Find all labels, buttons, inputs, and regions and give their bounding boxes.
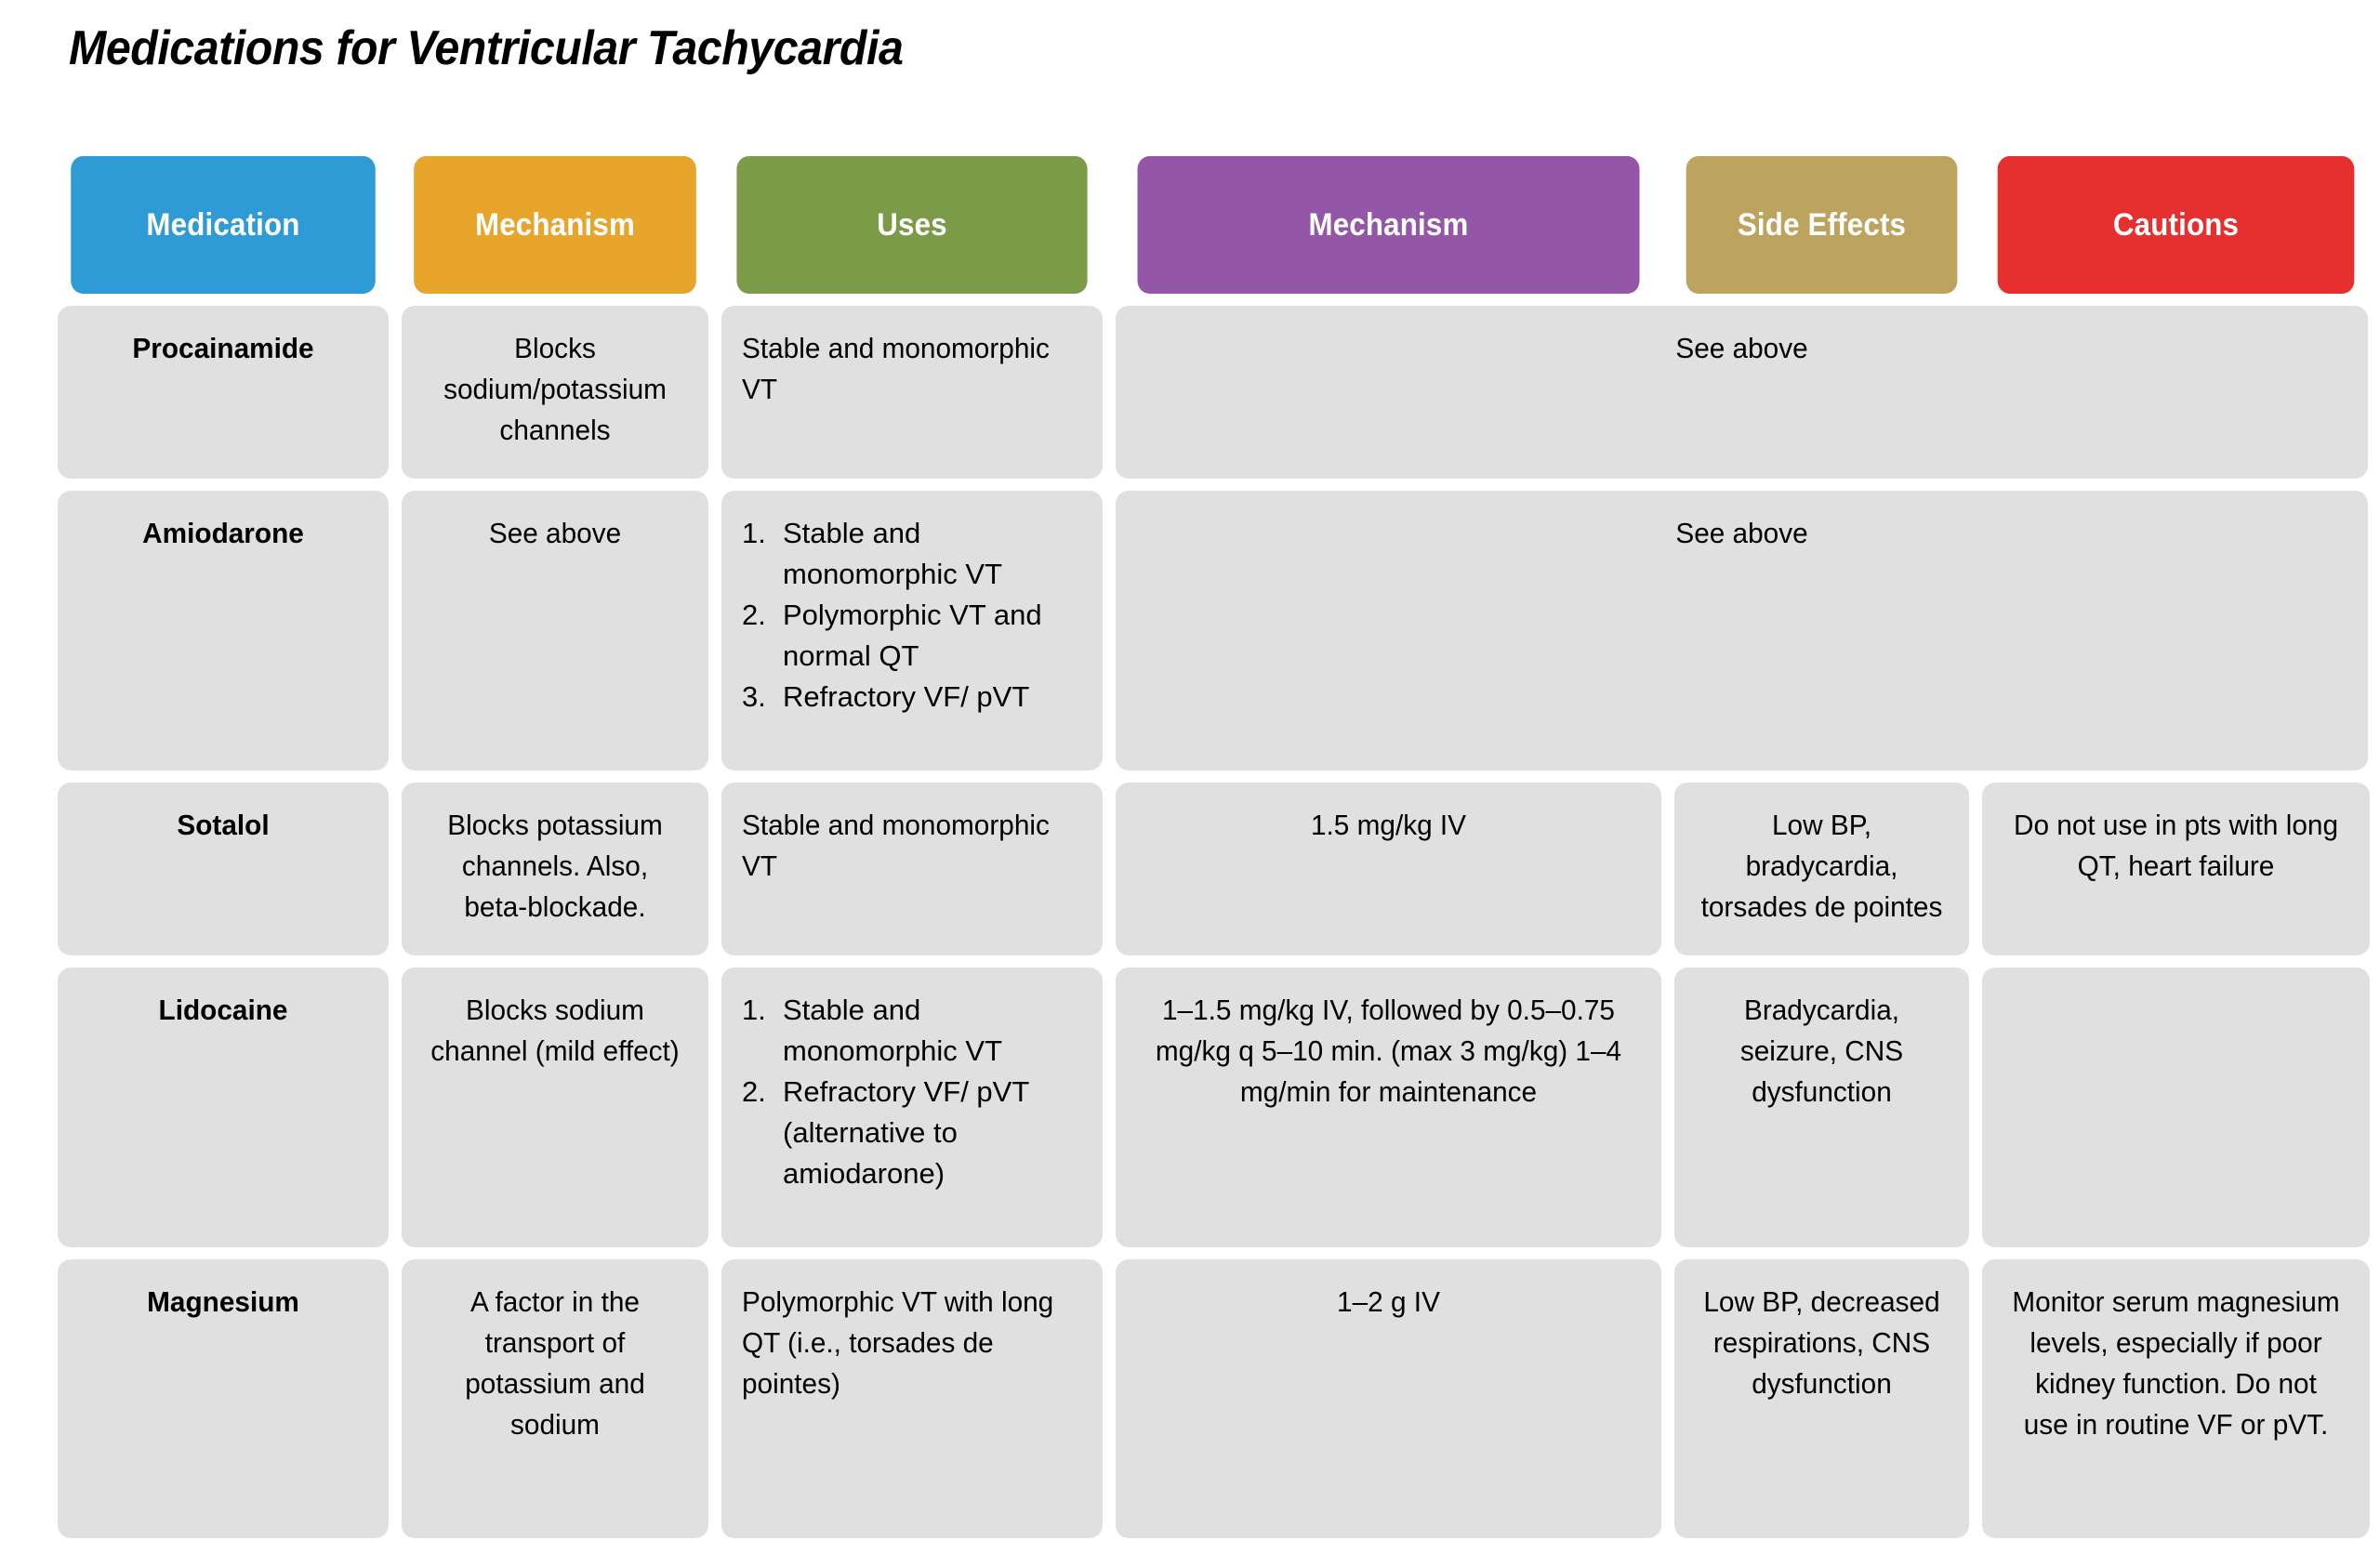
list-item-label: Polymorphic VT and normal QT	[783, 599, 1042, 673]
cell-cautions: Monitor serum magnesium levels, especial…	[1982, 1259, 2370, 1538]
cell-uses: 1. Stable and monomorphic VT 2. Refracto…	[721, 968, 1103, 1247]
cell-uses: 1. Stable and monomorphic VT 2. Polymorp…	[721, 491, 1103, 770]
medications-table: Medication Mechanism Uses Mechanism Side…	[58, 156, 2370, 1550]
list-marker: 2.	[742, 1075, 766, 1109]
list-item-label: Refractory VF/ pVT (alternative to amiod…	[783, 1075, 1029, 1191]
list-marker: 3.	[742, 680, 766, 714]
cell-medication-name: Procainamide	[58, 306, 389, 479]
list-marker: 1.	[742, 994, 766, 1026]
cell-mechanism-2-dose: 1–1.5 mg/kg IV, followed by 0.5–0.75 mg/…	[1116, 968, 1661, 1247]
list-item: 1. Stable and monomorphic VT	[742, 513, 1082, 595]
cell-side-effects: Low BP, bradycardia, torsades de pointes	[1674, 783, 1969, 955]
column-header-mechanism-1-label: Mechanism	[474, 206, 636, 243]
column-header-side-effects-label: Side Effects	[1737, 206, 1907, 243]
list-item-label: Stable and monomorphic VT	[783, 994, 1003, 1068]
column-header-mechanism-1[interactable]: Mechanism	[414, 156, 696, 294]
table-row: Sotalol Blocks potassium channels. Also,…	[58, 783, 2370, 955]
page-title: Medications for Ventricular Tachycardia	[69, 21, 904, 75]
cell-mechanism-1: Blocks sodium/potassium channels	[402, 306, 708, 479]
table-row: Magnesium A factor in the transport of p…	[58, 1259, 2370, 1538]
cell-mechanism-1: Blocks potassium channels. Also, beta-bl…	[402, 783, 708, 955]
table-row: Amiodarone See above 1. Stable and monom…	[58, 491, 2368, 770]
cell-medication-name: Amiodarone	[58, 491, 389, 770]
cell-mechanism-1: A factor in the transport of potassium a…	[402, 1259, 708, 1538]
table-header-row: Medication Mechanism Uses Mechanism Side…	[58, 156, 2367, 294]
column-header-mechanism-2-label: Mechanism	[1308, 206, 1469, 243]
cell-uses: Stable and monomorphic VT	[721, 783, 1103, 955]
table-row: Lidocaine Blocks sodium channel (mild ef…	[58, 968, 2370, 1247]
column-header-side-effects[interactable]: Side Effects	[1686, 156, 1958, 294]
table-row: Procainamide Blocks sodium/potassium cha…	[58, 306, 2368, 479]
cell-mechanism-2-dose: 1.5 mg/kg IV	[1116, 783, 1661, 955]
list-item: 2. Polymorphic VT and normal QT	[742, 595, 1082, 677]
cell-mechanism-1: Blocks sodium channel (mild effect)	[402, 968, 708, 1247]
list-marker: 1.	[742, 517, 766, 549]
column-header-medication[interactable]: Medication	[71, 156, 376, 294]
cell-side-effects: Low BP, decreased respirations, CNS dysf…	[1674, 1259, 1969, 1538]
cell-merged-see-above: See above	[1116, 306, 2368, 479]
cell-mechanism-2-dose: 1–2 g IV	[1116, 1259, 1661, 1538]
list-item-label: Refractory VF/ pVT	[783, 680, 1030, 714]
list-marker: 2.	[742, 599, 766, 632]
uses-numbered-list: 1. Stable and monomorphic VT 2. Refracto…	[742, 990, 1082, 1194]
cell-merged-see-above: See above	[1116, 491, 2368, 770]
cell-side-effects: Bradycardia, seizure, CNS dysfunction	[1674, 968, 1969, 1247]
column-header-uses[interactable]: Uses	[736, 156, 1088, 294]
list-item: 2. Refractory VF/ pVT (alternative to am…	[742, 1072, 1082, 1194]
list-item: 3. Refractory VF/ pVT	[742, 677, 1082, 718]
column-header-uses-label: Uses	[877, 206, 947, 243]
cell-cautions	[1982, 968, 2370, 1247]
cell-medication-name: Sotalol	[58, 783, 389, 955]
cell-medication-name: Magnesium	[58, 1259, 389, 1538]
cell-uses: Stable and monomorphic VT	[721, 306, 1103, 479]
column-header-medication-label: Medication	[146, 206, 300, 243]
cell-mechanism-1: See above	[402, 491, 708, 770]
column-header-mechanism-2[interactable]: Mechanism	[1137, 156, 1640, 294]
column-header-cautions[interactable]: Cautions	[1997, 156, 2355, 294]
list-item-label: Stable and monomorphic VT	[783, 517, 1003, 591]
cell-uses: Polymorphic VT with long QT (i.e., torsa…	[721, 1259, 1103, 1538]
cell-medication-name: Lidocaine	[58, 968, 389, 1247]
list-item: 1. Stable and monomorphic VT	[742, 990, 1082, 1072]
column-header-cautions-label: Cautions	[2112, 206, 2240, 243]
cell-cautions: Do not use in pts with long QT, heart fa…	[1982, 783, 2370, 955]
uses-numbered-list: 1. Stable and monomorphic VT 2. Polymorp…	[742, 513, 1082, 718]
